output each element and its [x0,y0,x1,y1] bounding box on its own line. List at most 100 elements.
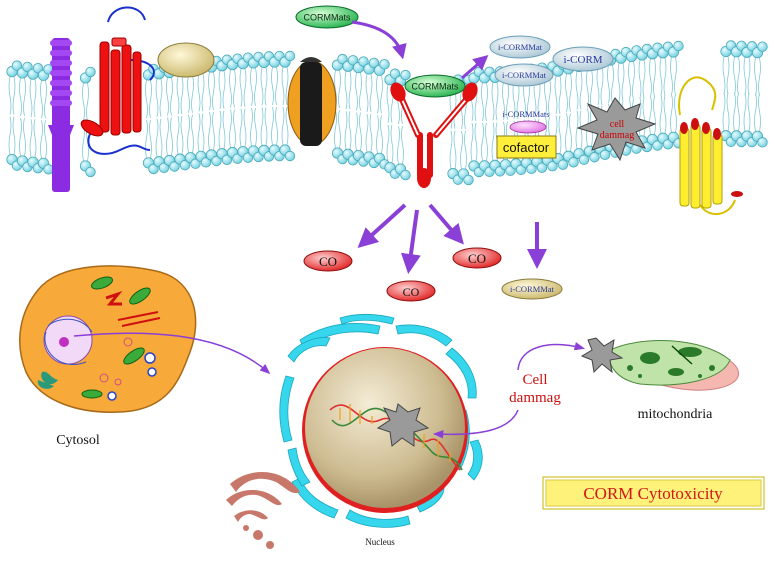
cormmats-receptor-bound: CORMMats [404,74,466,98]
lipid-tail [166,117,173,156]
lipid-head [284,50,296,62]
lipid-head [652,140,663,151]
lipid-head [400,69,411,81]
lipid-head [32,62,44,74]
membrane-damage-label-2: dammag [600,130,634,141]
lipid-tail [376,115,383,154]
lipid-tail [743,57,751,96]
cormmats-receptor-label: CORMMats [412,82,459,92]
lipid-bilayer [6,40,768,186]
lipid-head [190,158,201,169]
lipid-tail [281,106,289,146]
i-cormmat-below-label: i-CORMMat [510,284,555,294]
lipid-tail [250,107,257,147]
lipid-tail [344,71,352,110]
lipid-head [578,154,590,165]
y-shaped-receptor [390,82,478,188]
lipid-head [463,174,474,186]
lipid-head [211,155,222,167]
lipid-tail [754,57,761,96]
cofactor-box: cofactor [496,135,557,159]
lipid-tail [743,93,751,132]
lipid-tail [239,68,247,107]
lipid-head [673,40,684,52]
lipid-tail [8,76,16,115]
co-pill-2: CO [386,280,436,302]
golgi-apparatus [226,472,300,549]
lipid-tail [187,74,194,113]
pink-cofactor-pill [509,120,547,134]
lipid-tail [596,66,604,106]
lipid-tail [19,117,26,157]
co-label-2: CO [403,285,420,299]
lipid-head [148,163,159,175]
lipid-tail [281,66,289,106]
lipid-head [158,162,170,173]
lipid-tail [365,113,373,153]
lipid-head [284,150,296,162]
lipid-tail [376,75,383,114]
lipid-head [589,152,600,163]
lipid-tail [586,69,593,108]
lipid-tail [40,80,47,119]
lipid-tail [512,80,520,119]
lipid-tail [607,64,614,104]
lipid-tail [481,82,488,121]
lipid-tail [271,66,278,106]
title-box: CORM Cytotoxicity [542,476,765,510]
lipid-head [179,159,191,171]
lipid-tail [145,79,152,119]
lipid-tail [197,113,205,152]
mitochondria [580,337,740,391]
lipid-head [389,68,401,79]
lipid-head [400,169,411,181]
lipid-tail [554,75,562,115]
lipid-head [599,149,611,161]
co-pill-1: CO [303,250,353,272]
lipid-tail [754,93,761,132]
lipid-head [547,161,558,172]
membrane-oval-protein [157,42,215,78]
lipid-tail [250,67,257,107]
lipid-tail [565,113,572,152]
lipid-tail [733,92,740,131]
i-cormmat-label-2: i-CORMMat [502,70,547,80]
title-label: CORM Cytotoxicity [583,484,723,503]
lipid-tail [365,73,373,113]
lipid-head [337,53,348,65]
i-cormmat-ellipse-2: i-CORMMat [494,63,554,87]
membrane-damage-label-1: cell [610,119,625,130]
lipid-tail [145,119,152,159]
arrow-cormmats-to-receptor [351,20,407,60]
lipid-tail [397,125,404,165]
lipid-tail [208,111,215,151]
lipid-tail [208,71,215,111]
lipid-tail [155,78,163,117]
lipid-tail [155,118,163,157]
lipid-tail [40,120,47,159]
cell-damage-label-1: Cell [523,372,548,388]
arrow-damage-to-nucleus [432,409,519,439]
lipid-tail [239,108,247,147]
lipid-tail [218,70,226,109]
lipid-tail [575,71,583,110]
lipid-head [11,60,23,71]
lipid-tail [344,111,352,150]
lipid-tail [197,73,205,112]
lipid-tail [229,69,236,108]
lipid-tail [334,110,341,149]
nucleus [279,313,483,528]
lipid-tail [29,79,37,118]
co-release-arrows [357,203,547,274]
ion-channel [287,57,337,146]
lipid-head [757,41,768,52]
lipid-tail [19,77,26,117]
yellow-helical-receptor [678,76,743,215]
i-cormmat-below: i-CORMMat [501,278,563,300]
lipid-tail [491,82,499,121]
cell-damage-label-2: dammag [509,390,561,406]
i-cormmat-label-1: i-CORMMat [498,42,543,52]
lipid-tail [8,116,16,155]
mitochondria-label: mitochondria [638,407,713,422]
